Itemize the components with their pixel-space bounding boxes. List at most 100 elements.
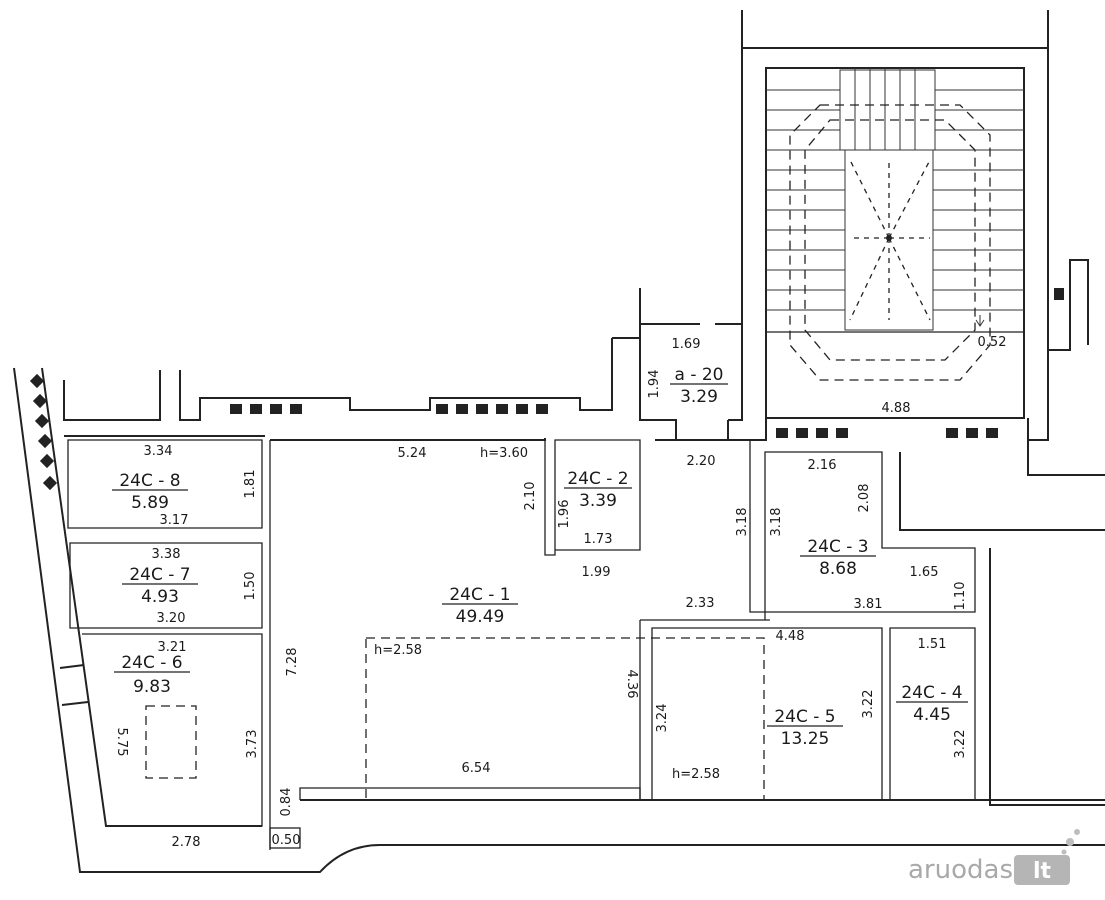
watermark-text: aruodas xyxy=(908,855,1013,885)
dimension-label: 0.84 xyxy=(279,788,294,817)
wall-right-side xyxy=(989,548,1105,806)
vent-left-column xyxy=(29,373,58,491)
room-name: 24C - 8 xyxy=(119,471,180,491)
watermark-logo: aruodas lt xyxy=(908,829,1080,885)
dimension-label: 2.16 xyxy=(808,458,837,473)
room-area: 8.68 xyxy=(819,559,857,579)
room-area: 13.25 xyxy=(781,729,830,749)
vents xyxy=(29,288,1064,491)
dimension-label: 0.50 xyxy=(272,833,301,848)
dimension-label: 3.34 xyxy=(144,444,173,459)
dimension-label: 1.51 xyxy=(918,637,947,652)
staircase xyxy=(766,68,1024,381)
room-a-20: a - 20 3.29 xyxy=(670,365,728,407)
watermark-dot-icon xyxy=(1066,838,1074,846)
dimension-label: 5.24 xyxy=(398,446,427,461)
dimension-label: 5.75 xyxy=(114,728,129,757)
room-name: 24C - 1 xyxy=(449,585,510,605)
dimension-label: 3.22 xyxy=(953,730,968,759)
wall-vestibule xyxy=(612,10,743,440)
room-name: 24C - 6 xyxy=(121,653,182,673)
dimension-labels: 3.34 1.81 3.17 3.38 1.50 3.20 3.21 5.75 … xyxy=(114,335,1006,850)
dimension-label: 4.88 xyxy=(882,401,911,416)
wall-right-top xyxy=(750,418,1105,531)
wall-room-7 xyxy=(69,542,263,629)
dashed-object-6 xyxy=(145,705,197,779)
wall-top-left-2 xyxy=(179,338,613,421)
dimension-label: 2.78 xyxy=(172,835,201,850)
room-name: 24C - 3 xyxy=(807,537,868,557)
room-area: 5.89 xyxy=(131,493,169,513)
watermark-dot-icon xyxy=(1061,849,1067,855)
dimension-label: 3.18 xyxy=(735,508,750,537)
dimension-label: h=2.58 xyxy=(672,767,720,782)
stair-arrow-icon xyxy=(975,315,985,327)
dimension-label: 0.52 xyxy=(978,335,1007,350)
stair-path-inner xyxy=(804,119,976,361)
watermark-dot-icon xyxy=(1074,829,1080,835)
dimension-label: 4.48 xyxy=(776,629,805,644)
dimension-label: 6.54 xyxy=(462,761,491,776)
room-labels: 24C - 8 5.89 24C - 7 4.93 24C - 6 9.83 2… xyxy=(112,365,968,749)
dashed-mezzanine-1 xyxy=(365,637,765,801)
room-area: 4.93 xyxy=(141,587,179,607)
room-24c-4: 24C - 4 4.45 xyxy=(896,683,968,725)
wall-stair-outer xyxy=(741,10,1049,49)
room-24c-5: 24C - 5 13.25 xyxy=(767,707,843,749)
vent-top-left xyxy=(230,404,302,414)
wall-room-3 xyxy=(764,451,976,613)
stair-rays xyxy=(849,159,931,321)
dimension-label: 3.21 xyxy=(158,640,187,655)
room-name: 24C - 7 xyxy=(129,565,190,585)
wall-room-2 xyxy=(544,438,641,556)
room-area: 3.39 xyxy=(579,491,617,511)
dimension-label: 3.38 xyxy=(152,547,181,562)
stair-steps-right xyxy=(933,149,1024,311)
dimension-label: 1.99 xyxy=(582,565,611,580)
room-24c-7: 24C - 7 4.93 xyxy=(122,565,198,607)
walls xyxy=(13,10,1105,873)
stair-steps-top xyxy=(766,68,1024,150)
dimension-label: 3.18 xyxy=(769,508,784,537)
room-name: 24C - 2 xyxy=(567,469,628,489)
watermark-badge xyxy=(1014,855,1070,885)
wall-room-6 xyxy=(82,633,263,827)
dimension-label: 1.81 xyxy=(243,470,258,499)
dimension-label: 2.08 xyxy=(857,484,872,513)
room-24c-3: 24C - 3 8.68 xyxy=(800,537,876,579)
dimension-label: 1.10 xyxy=(953,582,968,611)
room-name: a - 20 xyxy=(675,365,724,385)
room-24c-6: 24C - 6 9.83 xyxy=(114,653,190,697)
dimension-label: 2.10 xyxy=(523,482,538,511)
stair-center xyxy=(886,235,892,241)
room-area: 9.83 xyxy=(133,677,171,697)
dimension-label: 3.17 xyxy=(160,513,189,528)
vent-top-middle xyxy=(436,404,548,414)
room-area: 4.45 xyxy=(913,705,951,725)
dimension-label: 1.50 xyxy=(243,572,258,601)
wall-room-6-window xyxy=(59,664,89,706)
room-area: 3.29 xyxy=(680,387,718,407)
wall-stair-inner xyxy=(765,67,1025,419)
room-area: 49.49 xyxy=(456,607,505,627)
stair-path-outer xyxy=(789,104,991,381)
dimension-label: 1.69 xyxy=(672,337,701,352)
dimension-label: 1.65 xyxy=(910,565,939,580)
watermark-tld: lt xyxy=(1033,859,1052,884)
dimension-label: 3.81 xyxy=(854,597,883,612)
pillar xyxy=(269,827,301,849)
wall-corridor xyxy=(749,440,765,613)
room-24c-8: 24C - 8 5.89 xyxy=(112,471,188,513)
dimension-label: 1.73 xyxy=(584,532,613,547)
room-name: 24C - 4 xyxy=(901,683,962,703)
dimension-label: 2.20 xyxy=(687,454,716,469)
dimension-label: 1.94 xyxy=(647,370,662,399)
wall-room-8 xyxy=(67,439,263,529)
dimension-label: 2.33 xyxy=(686,596,715,611)
wall-left-outer xyxy=(13,367,1105,873)
dimension-label: 4.36 xyxy=(624,670,639,699)
wall-room-5-top xyxy=(640,612,770,621)
dimension-label: h=3.60 xyxy=(480,446,528,461)
dimension-label: 1.96 xyxy=(557,500,572,529)
